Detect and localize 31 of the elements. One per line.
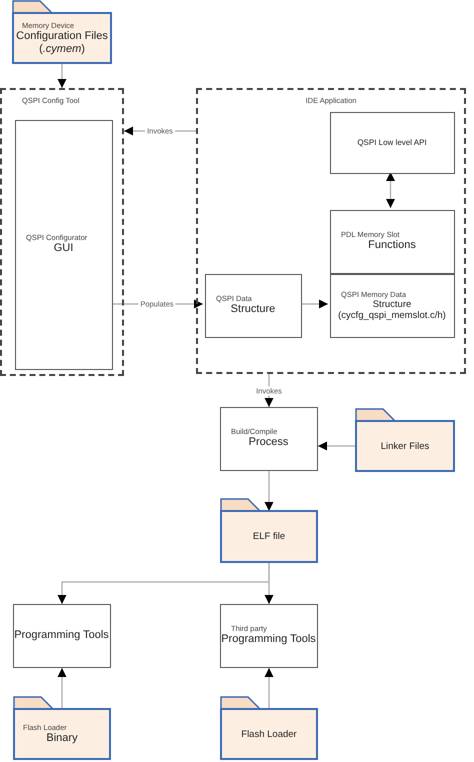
arrow [300, 300, 328, 308]
process-box [330, 112, 455, 174]
process-box [330, 274, 455, 338]
node-label: Process [248, 436, 288, 450]
arrow [58, 668, 66, 709]
dashed-group [196, 88, 466, 374]
process-box [330, 210, 455, 274]
process-box [13, 604, 111, 668]
node-label: GUI [54, 242, 74, 256]
process-box [205, 274, 302, 338]
process-box [15, 120, 113, 370]
arrow [264, 668, 274, 709]
process-box [220, 407, 318, 471]
arrow [386, 172, 395, 208]
process-box [220, 604, 318, 668]
node-label: ELF file [252, 531, 286, 543]
node-label: Binary [46, 732, 78, 746]
node-label: Linker Files [380, 440, 430, 452]
node-label: Structure (cycfg_qspi_memslot.c/h) [337, 298, 447, 322]
dashed-group [0, 88, 124, 376]
node-label: Configuration Files (.cymem) [15, 30, 109, 56]
arrow [58, 64, 66, 88]
arrow [318, 442, 355, 450]
node-label: Programming Tools [14, 628, 109, 642]
node-label: Structure [230, 303, 276, 317]
arrow [264, 563, 274, 604]
arrow [264, 471, 274, 511]
node-label: Functions [368, 239, 416, 253]
node-label: Flash Loader [241, 728, 297, 740]
node-label: QSPI Low level API [357, 138, 427, 148]
node-label: Programming Tools [221, 633, 316, 647]
